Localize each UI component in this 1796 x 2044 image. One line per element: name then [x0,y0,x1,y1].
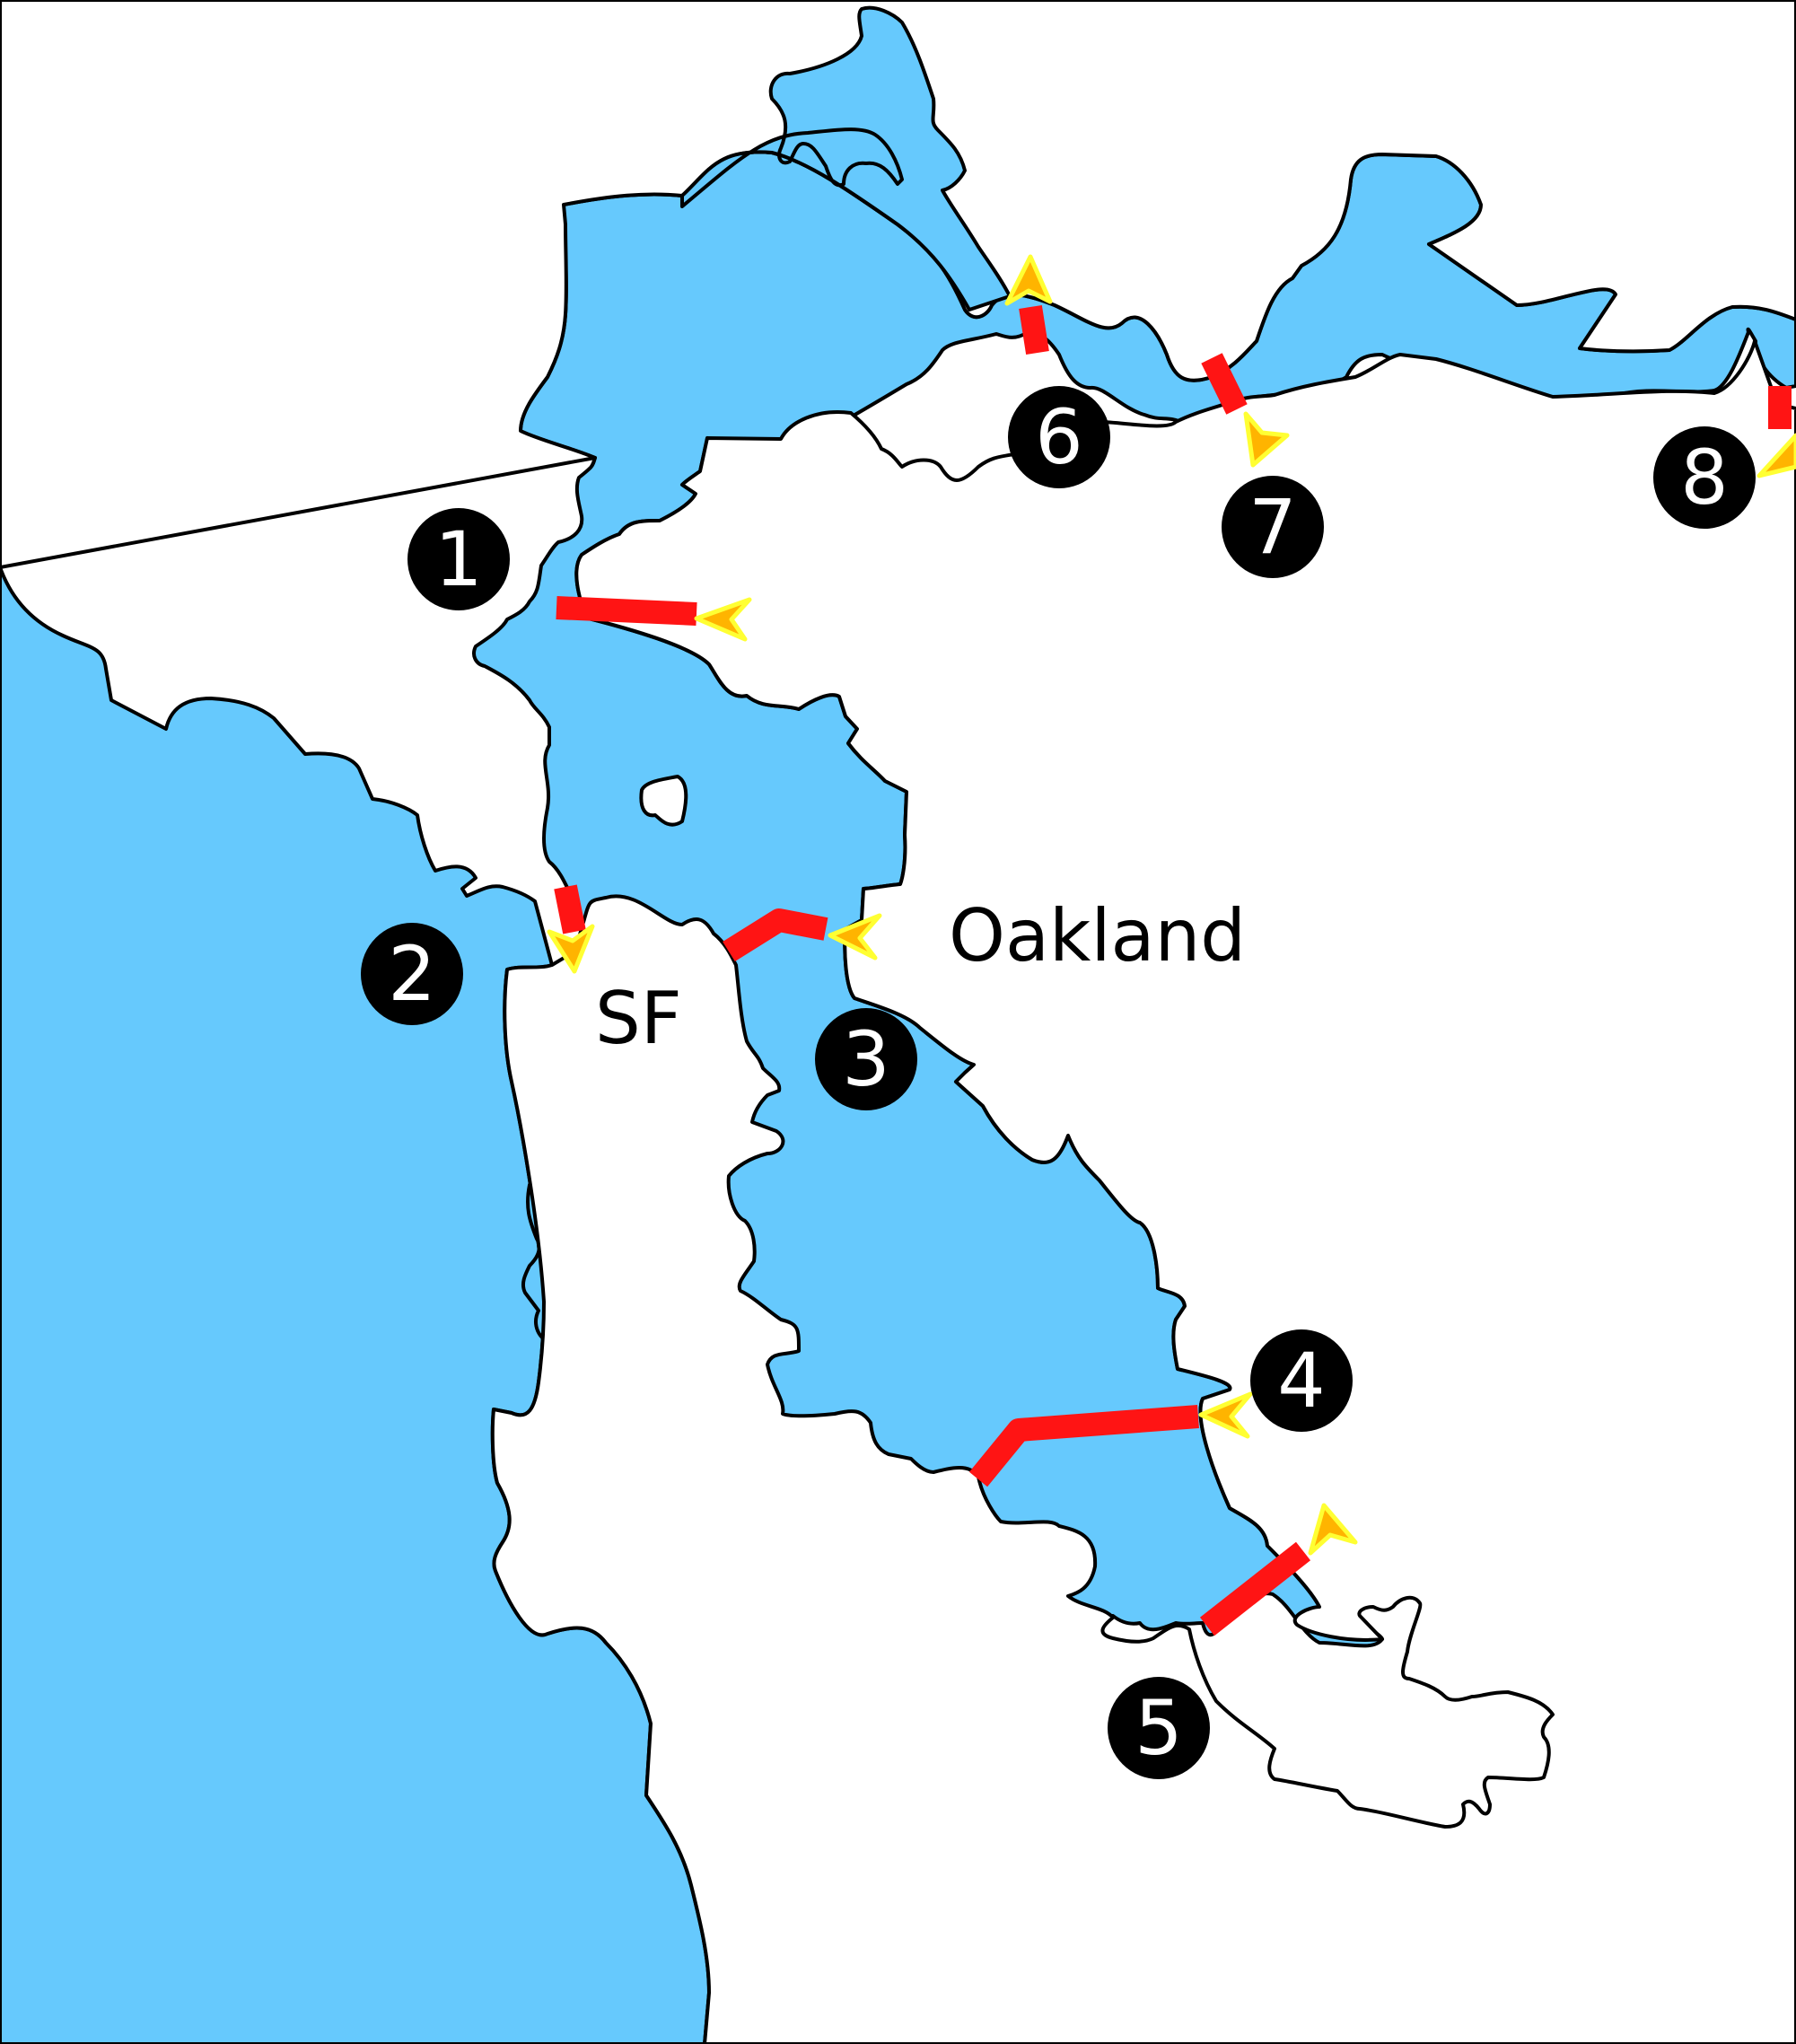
marker-number: 3 [842,1015,889,1103]
marker-7: 7 [1222,476,1324,578]
marker-circle [1008,386,1110,488]
marker-circle [407,508,510,610]
marker-circle [815,1008,917,1110]
marker-1: 1 [407,508,510,610]
city-label-oakland: Oakland [949,894,1246,978]
bridges [554,304,1792,1636]
marker-number: 6 [1035,393,1082,481]
marker-circle [1222,476,1324,578]
bridge-6-span [1019,304,1049,355]
bridge-7-span [1201,353,1248,415]
marker-circle [1108,1677,1210,1779]
marker-4: 4 [1250,1329,1353,1432]
marker-number: 4 [1277,1337,1325,1425]
bridge-4-span [968,1405,1199,1487]
bridge-3-span [723,908,828,962]
marker-number: 1 [434,515,482,603]
city-label-sf: SF [595,977,682,1060]
marker-6: 6 [1008,386,1110,488]
marker-circle [361,923,463,1025]
east-bay-land [490,339,1796,2044]
toll-arrows [547,254,1796,1556]
marker-number: 7 [1248,483,1296,571]
napa-river [680,5,1012,311]
arrow-bridge-2 [547,924,595,974]
marker-number: 8 [1680,434,1728,522]
bay-island [639,775,688,827]
marker-8: 8 [1653,426,1756,529]
bridge-2-span [554,884,586,934]
arrow-bridge-7 [1243,411,1290,468]
arrow-bridge-4 [1198,1391,1253,1439]
marker-5: 5 [1108,1677,1210,1779]
marker-number: 5 [1135,1684,1182,1772]
arrow-bridge-8 [1757,433,1796,478]
bridge-1-span [556,596,697,626]
marker-2: 2 [361,923,463,1025]
arrow-bridge-5 [1308,1503,1358,1556]
arrow-bridge-1 [694,597,752,642]
arrow-bridge-3 [828,913,882,961]
marker-circle [1250,1329,1353,1432]
marker-3: 3 [815,1008,917,1110]
north-bay-land [0,0,1796,569]
marker-number: 2 [388,930,435,1018]
arrow-bridge-6 [1004,254,1053,306]
marker-circle [1653,426,1756,529]
bridge-5-span [1199,1541,1311,1636]
